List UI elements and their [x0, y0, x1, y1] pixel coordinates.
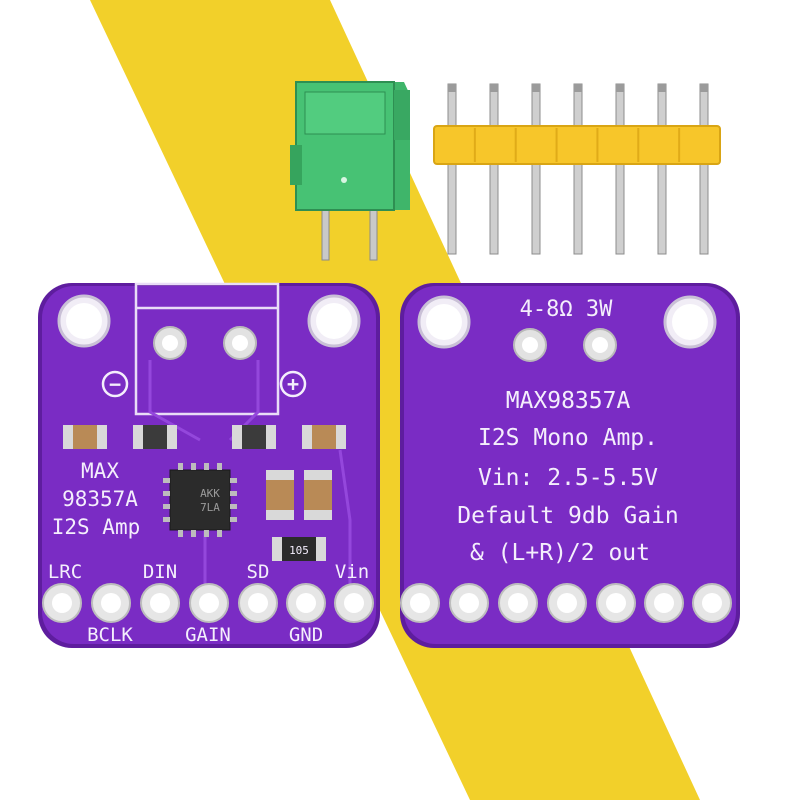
pin-label-gnd: GND [289, 624, 323, 646]
header-pin-tip [700, 84, 708, 92]
pad-hole [702, 593, 722, 613]
header-pin [573, 83, 583, 255]
pad-hole [508, 593, 528, 613]
header-plastic [433, 125, 721, 165]
back-line-4: Default 9db Gain [457, 503, 679, 529]
header-pin-tip [448, 84, 456, 92]
minus-marking [101, 370, 129, 398]
smd-capacitor [302, 425, 346, 449]
chip-lead [163, 491, 170, 496]
chip-lead [178, 463, 183, 470]
pin-label-sd: SD [247, 561, 270, 583]
chip-lead [204, 530, 209, 537]
speaker-spec: 4-8Ω 3W [520, 297, 613, 322]
back-pin-pads [400, 583, 732, 623]
pin-label-lrc: LRC [48, 561, 82, 583]
smd-capacitor [63, 425, 107, 449]
smd-resistor [232, 425, 276, 449]
front-title-line-3: I2S Amp [52, 515, 141, 539]
pad-hole [410, 593, 430, 613]
pin-label-gain: GAIN [185, 624, 231, 646]
pad-hole [52, 593, 72, 613]
pad-hole [150, 593, 170, 613]
header-pin-tip [532, 84, 540, 92]
smd-capacitor [266, 470, 294, 520]
header-pin-tip [658, 84, 666, 92]
pin-label-vin: Vin [335, 561, 369, 583]
chip-marking-1: AKK [200, 487, 220, 500]
chip-lead [163, 478, 170, 483]
back-board: 4-8Ω 3W MAX98357A I2S Mono Amp. Vin: 2.5… [400, 283, 740, 648]
chip-lead [163, 504, 170, 509]
pad-hole [557, 593, 577, 613]
back-line-5: & (L+R)/2 out [470, 540, 650, 566]
resistor-marking: 105 [289, 544, 309, 557]
chip-lead [191, 530, 196, 537]
pin-label-din: DIN [143, 561, 177, 583]
header-pin-tip [490, 84, 498, 92]
chip-lead [230, 517, 237, 522]
back-line-1: MAX98357A [506, 388, 631, 414]
front-title-line-1: MAX [81, 459, 119, 483]
header-pin [699, 83, 709, 255]
smd-capacitor [304, 470, 332, 520]
pad-hole [459, 593, 479, 613]
chip-lead [230, 504, 237, 509]
front-pin-pads [42, 583, 374, 623]
header-pin-tip [574, 84, 582, 92]
pin-label-bclk: BCLK [87, 624, 133, 646]
pad-hole [606, 593, 626, 613]
chip-lead [178, 530, 183, 537]
terminal-block [290, 81, 410, 261]
chip-lead [230, 478, 237, 483]
header-pin [615, 83, 625, 255]
front-board: − + AKK [38, 282, 380, 648]
header-pin [531, 83, 541, 255]
header-pin-tip [616, 84, 624, 92]
chip-lead [163, 517, 170, 522]
chip-lead [191, 463, 196, 470]
header-pin [657, 83, 667, 255]
chip-lead [217, 463, 222, 470]
front-title-line-2: 98357A [62, 487, 138, 511]
back-line-3: Vin: 2.5-5.5V [478, 465, 658, 491]
plus-label: + [287, 372, 299, 396]
header-pin [447, 83, 457, 255]
pad-hole [199, 593, 219, 613]
plus-marking [279, 370, 307, 398]
pad-hole [654, 593, 674, 613]
chip-lead [204, 463, 209, 470]
smd-resistor-105 [272, 537, 326, 561]
chip-lead [217, 530, 222, 537]
ic-chip [163, 463, 237, 537]
chip-marking-2: 7LA [200, 501, 220, 514]
pad-hole [344, 593, 364, 613]
minus-label: − [109, 372, 121, 396]
pad-hole [248, 593, 268, 613]
chip-lead [230, 491, 237, 496]
pad-hole [296, 593, 316, 613]
pad-hole [101, 593, 121, 613]
smd-resistor [133, 425, 177, 449]
back-line-2: I2S Mono Amp. [478, 425, 658, 451]
pin-header [433, 83, 721, 255]
header-pin [489, 83, 499, 255]
